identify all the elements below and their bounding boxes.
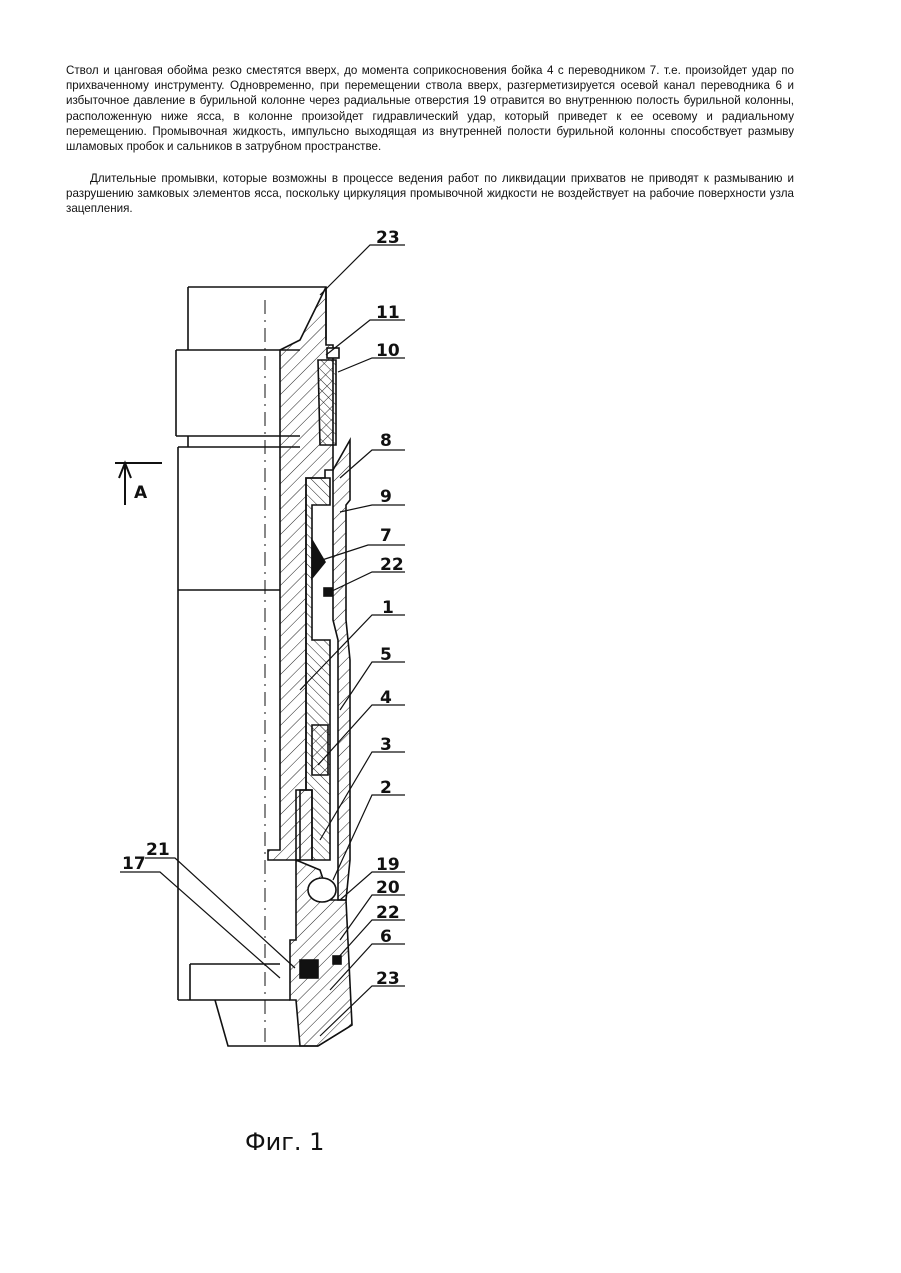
part-label-19: 19: [376, 855, 400, 875]
part-label-10: 10: [376, 341, 400, 361]
part-label-22-upper: 22: [380, 555, 404, 575]
part-label-23-bottom: 23: [376, 969, 400, 989]
sectioned-half: [268, 287, 352, 1046]
part-label-22-lower: 22: [376, 903, 400, 923]
part-label-9: 9: [380, 487, 392, 507]
part-label-17: 17: [122, 854, 146, 874]
part-label-1: 1: [382, 598, 394, 618]
part-label-5: 5: [380, 645, 392, 665]
figure-caption: Фиг. 1: [245, 1128, 324, 1156]
part-label-23-top: 23: [376, 228, 400, 248]
part-label-2: 2: [380, 778, 392, 798]
part-label-6: 6: [380, 927, 392, 947]
part-label-7: 7: [380, 526, 392, 546]
part-label-11: 11: [376, 303, 400, 323]
part-label-21: 21: [146, 840, 170, 860]
part-label-20: 20: [376, 878, 400, 898]
part-label-3: 3: [380, 735, 392, 755]
section-marker-label: А: [134, 483, 148, 503]
leader-lines: [120, 245, 405, 1036]
part-label-8: 8: [380, 431, 392, 451]
part-label-4: 4: [380, 688, 392, 708]
